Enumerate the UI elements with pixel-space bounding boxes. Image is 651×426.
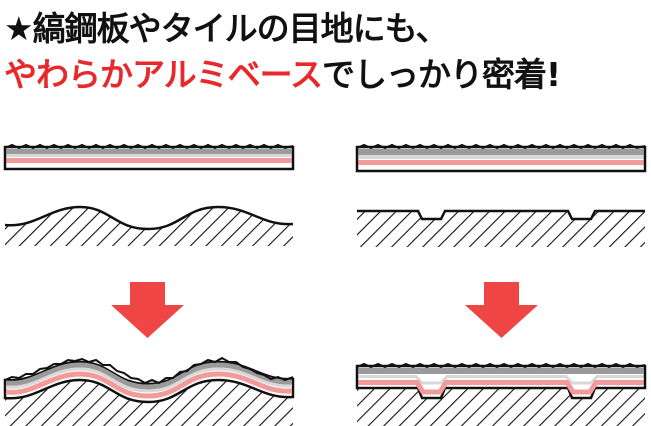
headline-rest: でしっかり密着! bbox=[322, 55, 561, 94]
headline-line-1: ★縞鋼板やタイルの目地にも、 bbox=[4, 9, 449, 48]
flat-tape-left bbox=[3, 143, 295, 171]
grooved-surface-right bbox=[357, 209, 645, 247]
arrow-down-icon bbox=[465, 282, 538, 338]
conformed-wavy-result bbox=[3, 356, 295, 426]
arrow-down-icon bbox=[111, 282, 184, 338]
flat-tape-right bbox=[355, 143, 647, 173]
wavy-surface-left bbox=[4, 205, 294, 246]
headline-highlight: やわらかアルミベース bbox=[4, 55, 323, 94]
headline-line-2: やわらかアルミベースでしっかり密着! bbox=[4, 48, 561, 96]
conformed-groove-result bbox=[355, 362, 647, 426]
